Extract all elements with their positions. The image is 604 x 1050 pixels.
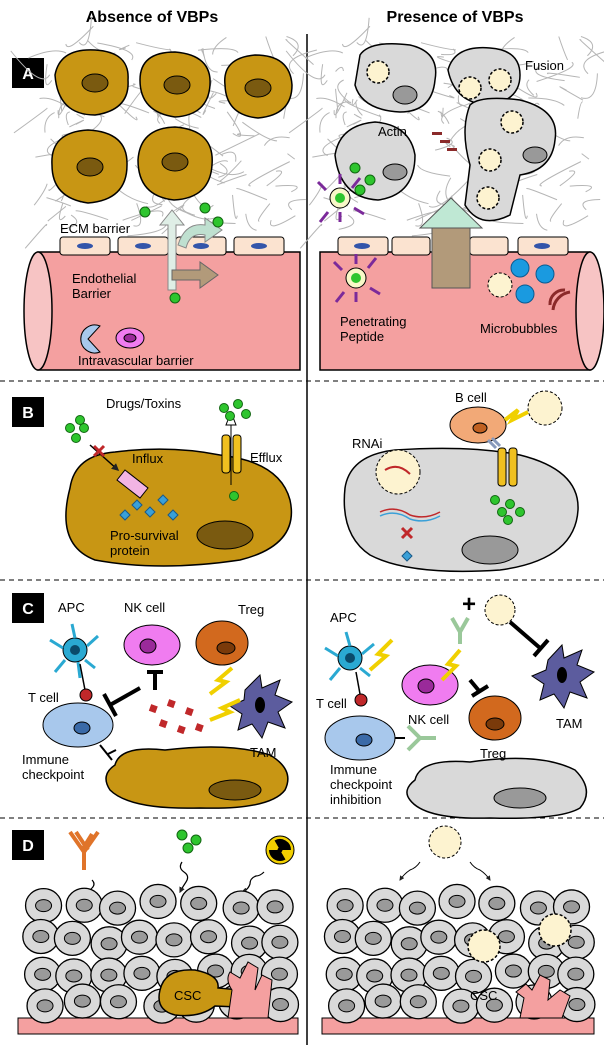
b-cell [449, 390, 563, 444]
penetrating-peptide-bottom [332, 254, 381, 303]
drug-particles-b [65, 399, 251, 501]
tam-label: TAM [250, 745, 276, 760]
t-cell-right [324, 715, 396, 761]
influx-label: Influx [132, 451, 164, 466]
actin-label: Actin [378, 124, 407, 139]
csc-label: CSC [174, 988, 201, 1003]
tumor-cell-b [65, 448, 293, 567]
blood-vessel-sprout [227, 961, 273, 1019]
tam-cell [228, 673, 294, 740]
apc-cell-right [324, 631, 375, 681]
vbp-particles [366, 60, 524, 210]
treg-cell-right [468, 695, 522, 741]
drugs-toxins-label: Drugs/Toxins [106, 396, 182, 411]
retained-drugs [490, 495, 525, 525]
tam-label-right: TAM [556, 716, 582, 731]
svg-text:D: D [22, 838, 34, 855]
nk-cell [123, 624, 181, 666]
intravascular-barrier-label: Intravascular barrier [78, 353, 194, 368]
drug-particles [139, 202, 224, 304]
penetrating-peptide-top [316, 174, 365, 223]
t-cell-label: T cell [28, 690, 59, 705]
inhibition-marks-right [468, 620, 550, 698]
inhibition-marks [102, 670, 163, 717]
header-right: Presence of VBPs [387, 9, 524, 26]
ecm-barrier-label: ECM barrier [60, 221, 131, 236]
efflux-label: Efflux [250, 450, 283, 465]
influx-channel [89, 444, 149, 499]
t-cell-label-right: T cell [316, 696, 347, 711]
panel-d-left: CSC [17, 829, 300, 1035]
blood-vessel [23, 251, 301, 371]
lightning-bolts [208, 666, 241, 722]
apc-label: APC [58, 600, 85, 615]
svg-text:A: A [22, 66, 34, 83]
nk-cell-label: NK cell [124, 600, 165, 615]
rnai-label: RNAi [352, 436, 382, 451]
blocked-transport-arrows [158, 209, 223, 291]
fusion-arrows [432, 132, 457, 151]
antibody-top [450, 617, 470, 644]
antibody-checkpoint [406, 724, 436, 752]
fusion-label: Fusion [525, 58, 564, 73]
intravascular-cells [80, 324, 145, 354]
efflux-pump [221, 410, 242, 485]
nk-cell-label-right: NK cell [408, 712, 449, 727]
apc-label-right: APC [330, 610, 357, 625]
panel-label-b: B [12, 397, 44, 427]
panel-label-d: D [12, 830, 44, 860]
microbubbles-label: Microbubbles [480, 321, 558, 336]
microbubbles [487, 258, 571, 311]
header-left: Absence of VBPs [86, 9, 219, 26]
cytokine-squares [148, 699, 204, 735]
plus-sign: + [462, 591, 476, 618]
radiation-icon [265, 835, 295, 865]
panel-label-c: C [12, 593, 44, 623]
transport-arrow-up [418, 197, 484, 289]
treg-label: Treg [238, 602, 264, 617]
b-cell-label: B cell [455, 390, 487, 405]
blocked-efflux-pump [486, 436, 518, 487]
panel-label-a: A [12, 58, 44, 88]
nk-cell-right [401, 664, 459, 706]
treg-label-right: Treg [480, 746, 506, 761]
svg-text:C: C [22, 601, 34, 618]
csc-label-right: CSC [470, 988, 497, 1003]
vbps-in-tumor [467, 913, 572, 963]
treg-cell [195, 620, 249, 666]
t-cell [42, 702, 114, 748]
panel-b-right: B cell RNAi [343, 390, 579, 573]
tumor-cells [51, 49, 293, 204]
pro-survival-diamonds [119, 494, 179, 521]
antibody-d [68, 830, 100, 870]
panel-d-right: CSC [321, 825, 596, 1035]
drugs-d [176, 829, 202, 854]
rnai-vbp [375, 449, 421, 495]
green-particles-right [349, 162, 376, 196]
tam-cell-right [530, 643, 596, 710]
vbp-d-top [428, 825, 462, 859]
disrupted-vessel [515, 974, 571, 1019]
svg-text:B: B [22, 405, 34, 422]
fused-cells [334, 43, 557, 222]
apc-cell [49, 623, 100, 679]
